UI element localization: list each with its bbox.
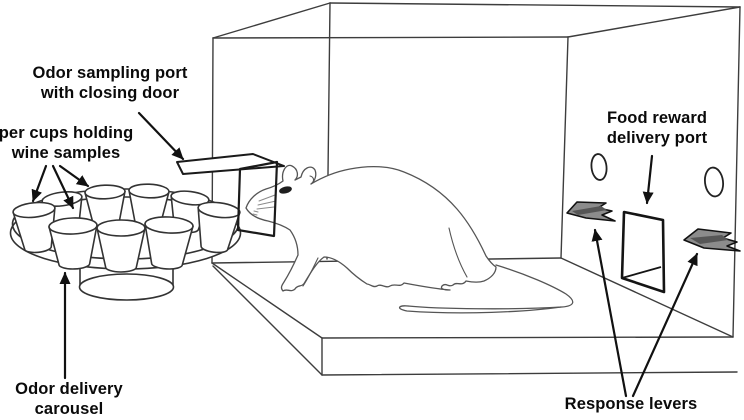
- chamber-top-left-edge: [212, 2, 331, 39]
- paper-cup: [12, 201, 56, 254]
- rat: [245, 164, 574, 314]
- paper-cup: [144, 216, 194, 270]
- chamber-box: [211, 2, 741, 376]
- paper-cup: [96, 219, 146, 273]
- response-lever-left: [566, 201, 616, 222]
- label-odor-sampling-port: Odor sampling port with closing door: [14, 63, 206, 103]
- reward-wall-features: [566, 153, 741, 294]
- chamber-back-top-edge: [329, 2, 741, 8]
- label-food-reward-port: Food reward delivery port: [577, 108, 737, 148]
- label-line: delivery port: [606, 129, 708, 147]
- label-odor-carousel: Odor delivery carousel: [0, 379, 144, 419]
- base-left-bottom-edge: [212, 265, 323, 376]
- rat-tail: [398, 264, 574, 314]
- label-line: per cups holding: [0, 124, 134, 142]
- chamber-top-right-edge: [567, 6, 741, 38]
- rat-body-outline: [245, 164, 497, 292]
- paper-cups: [12, 183, 241, 273]
- paper-cup: [197, 201, 241, 254]
- label-line: Odor sampling port: [32, 64, 188, 82]
- odor-delivery-carousel: [9, 183, 242, 301]
- label-line: Food reward: [606, 109, 708, 127]
- odor-sampling-port: [176, 153, 285, 238]
- arrow-response-lever-right: [631, 252, 699, 398]
- paper-cup: [48, 217, 98, 270]
- label-line: carousel: [34, 400, 104, 418]
- arrow-odor-sampling-port: [137, 111, 185, 161]
- arrow-food-reward-port: [642, 154, 654, 205]
- annotation-arrows: [31, 111, 699, 398]
- rat-whiskers: [252, 194, 277, 216]
- food-reward-port: [620, 210, 666, 294]
- arrow-cup-3: [58, 164, 90, 188]
- reward-wall-bottom-edge: [560, 257, 734, 338]
- label-line: with closing door: [40, 84, 180, 102]
- chamber-front-right-edge: [560, 36, 569, 259]
- label-paper-cups: per cups holding wine samples: [0, 123, 141, 163]
- label-line: wine samples: [11, 144, 121, 162]
- label-line: Odor delivery: [15, 380, 123, 398]
- arrow-cup-1: [31, 164, 48, 203]
- base-front-top-edge: [321, 336, 734, 339]
- arrow-cup-2: [51, 164, 75, 210]
- base-front-bottom-edge: [321, 371, 738, 376]
- wall-hole-left: [590, 153, 608, 181]
- response-lever-right: [683, 228, 741, 252]
- rat-leg-lines: [302, 175, 468, 287]
- chamber-back-right-edge: [732, 6, 741, 338]
- base-left-top-edge: [211, 262, 323, 339]
- chamber-front-top-edge: [212, 36, 569, 39]
- rat-eye: [279, 186, 292, 194]
- label-response-levers: Response levers: [546, 394, 716, 414]
- odor-port-shelf: [176, 153, 285, 175]
- odor-port-door: [236, 160, 279, 238]
- label-line: Response levers: [564, 395, 698, 413]
- arrow-response-lever-left: [591, 228, 628, 398]
- wall-hole-right: [703, 166, 725, 198]
